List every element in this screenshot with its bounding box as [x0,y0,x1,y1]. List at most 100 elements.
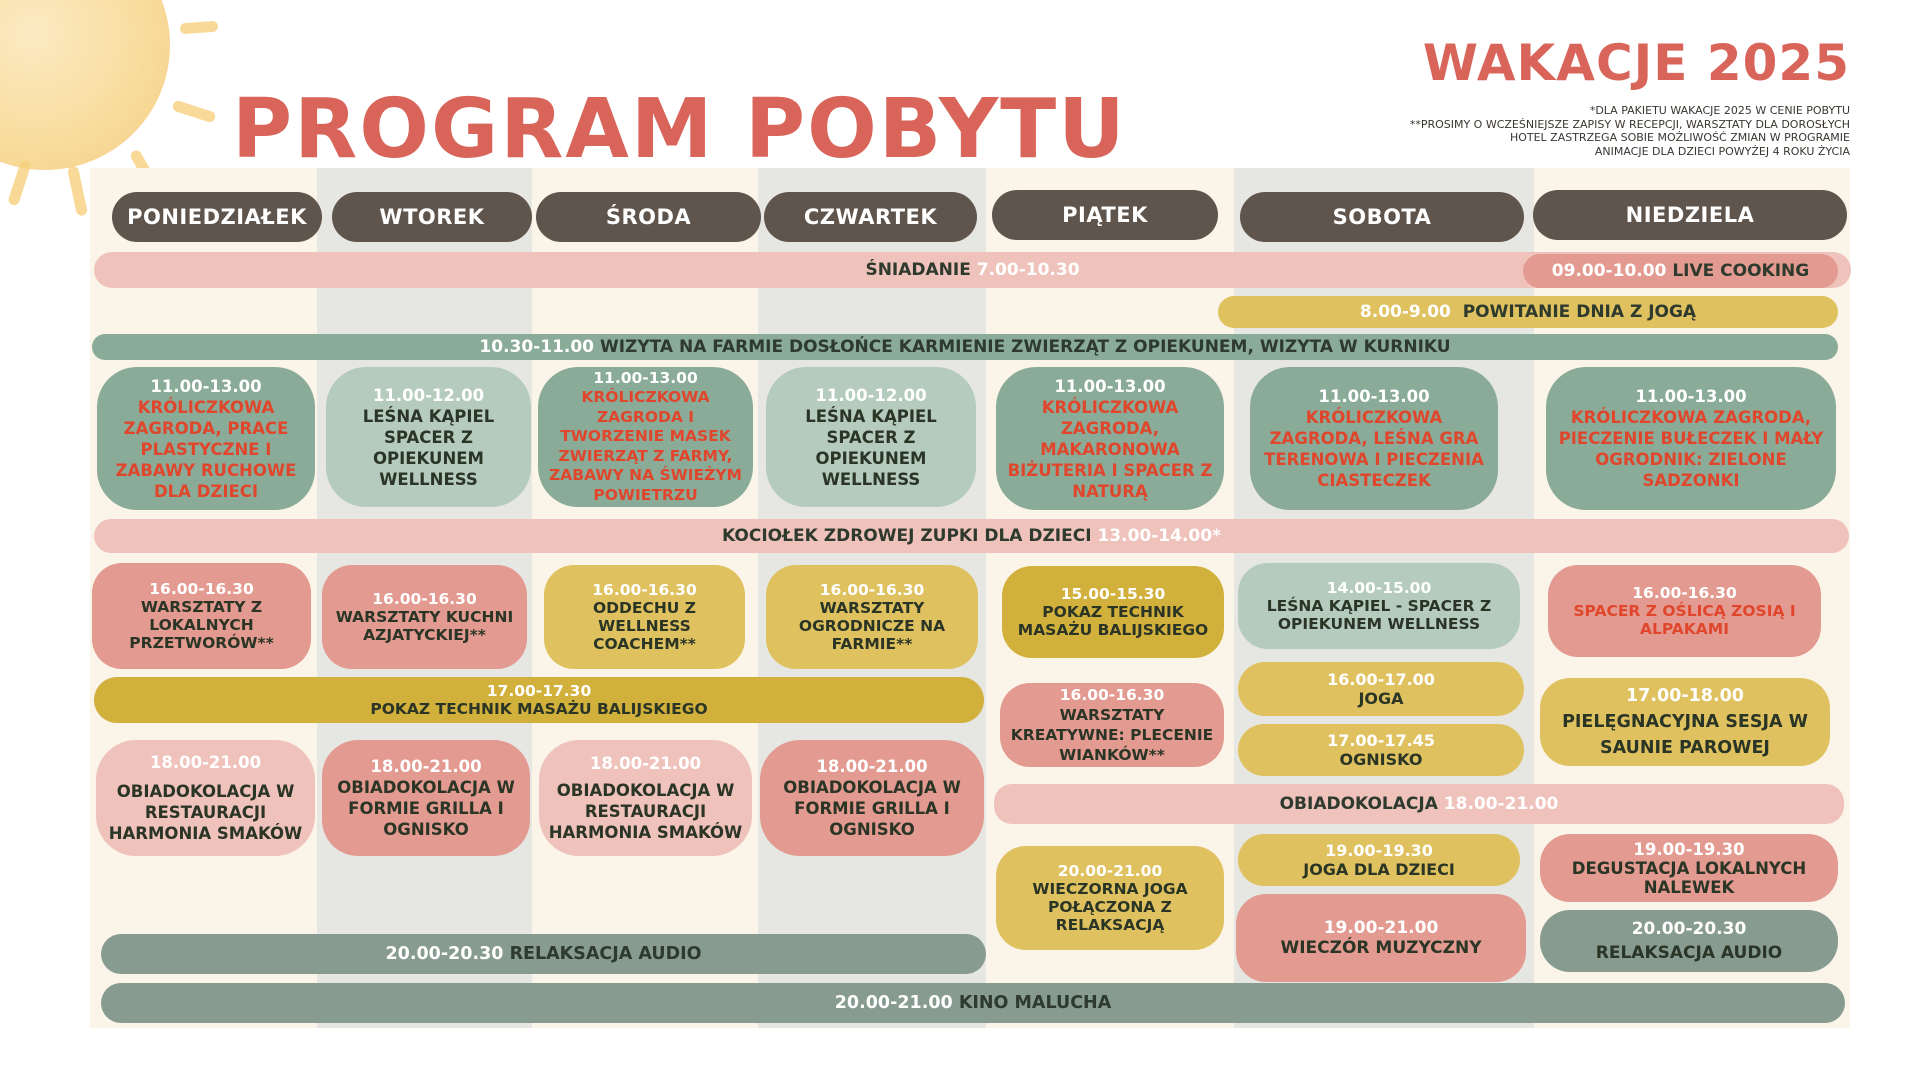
card-text: LEŚNA KĄPIEL - SPACER Z OPIEKUNEM WELLNE… [1266,597,1492,633]
kids-cinema-bar: 20.00-21.00 KINO MALUCHA [101,983,1845,1023]
activity-card-fri-yoga: 20.00-21.00 WIECZORNA JOGA POŁĄCZONA Z R… [996,846,1224,950]
day-header-thursday: CZWARTEK [764,192,977,242]
activity-card-fri-am: 11.00-13.00 KRÓLICZKOWA ZAGRODA, MAKARON… [996,367,1224,510]
live-cooking-bar: 09.00-10.00 LIVE COOKING [1523,254,1838,288]
weekend-dinner-bar: OBIADOKOLACJA 18.00-21.00 [994,784,1844,824]
card-time: 15.00-15.30 [1060,585,1166,603]
soup-time: 13.00-14.00* [1097,526,1221,546]
card-time: 20.00-20.30 [1631,919,1747,939]
weekend-dinner-label: OBIADOKOLACJA [1279,794,1438,814]
card-time: 11.00-13.00 [150,376,262,396]
activity-card-sun-sauna: 17.00-18.00 PIELĘGNACYJNA SESJA W SAUNIE… [1540,678,1830,766]
activity-card-thu-am: 11.00-12.00 LEŚNA KĄPIEL SPACER Z OPIEKU… [766,367,976,507]
card-text: OBIADOKOLACJA W FORMIE GRILLA I OGNISKO [337,778,515,839]
farm-visit-bar: 10.30-11.00 WIZYTA NA FARMIE DOSŁOŃCE KA… [92,334,1838,360]
card-text: JOGA DLA DZIECI [1303,860,1455,879]
card-time: 11.00-13.00 [593,368,698,387]
card-text: WARSZTATY KREATYWNE: PLECENIE WIANKÓW** [1010,706,1214,764]
day-header-sunday: NIEDZIELA [1533,190,1847,240]
activity-card-sun-audio: 20.00-20.30 RELAKSACJA AUDIO [1540,910,1838,972]
card-text: RELAKSACJA AUDIO [1595,943,1783,963]
day-header-wednesday: ŚRODA [536,192,761,242]
card-text: ODDECHU Z WELLNESS COACHEM** [592,599,697,653]
card-time: 11.00-13.00 [1054,376,1166,396]
activity-card-thu-dinner: 18.00-21.00 OBIADOKOLACJA W FORMIE GRILL… [760,740,984,856]
card-text: WARSZTATY KUCHNI AZJATYCKIEJ** [335,608,514,644]
footnotes: *DLA PAKIETU WAKACJE 2025 W CENIE POBYTU… [1410,104,1850,158]
card-text: KRÓLICZKOWA ZAGRODA, LEŚNA GRA TERENOWA … [1264,408,1484,490]
live-cooking-label: LIVE COOKING [1672,261,1810,281]
sun-decoration [0,0,170,170]
footnote: ANIMACJE DLA DZIECI POWYŻEJ 4 ROKU ŻYCIA [1594,144,1850,158]
activity-card-fri-wreath: 16.00-16.30 WARSZTATY KREATYWNE: PLECENI… [1000,683,1224,767]
activity-card-sun-am: 11.00-13.00 KRÓLICZKOWA ZAGRODA, PIECZEN… [1546,367,1836,510]
morning-yoga-bar: 8.00-9.00 POWITANIE DNIA Z JOGĄ [1218,296,1838,328]
day-header-monday: PONIEDZIAŁEK [112,192,322,242]
activity-card-sun-tasting: 19.00-19.30 DEGUSTACJA LOKALNYCH NALEWEK [1540,834,1838,902]
card-time: 20.00-21.00 [1057,862,1163,880]
activity-card-sat-music: 19.00-21.00 WIECZÓR MUZYCZNY [1236,894,1526,982]
card-text: JOGA [1358,689,1404,708]
farm-visit-time: 10.30-11.00 [479,337,595,357]
card-time: 11.00-12.00 [372,385,485,405]
footnote: *DLA PAKIETU WAKACJE 2025 W CENIE POBYTU [1589,104,1850,117]
card-time: 11.00-13.00 [1318,387,1430,406]
footnote: **PROSIMY O WCZEŚNIEJSZE ZAPISY W RECEPC… [1409,117,1850,131]
activity-card-wed-am: 11.00-13.00 KRÓLICZKOWA ZAGRODA I TWORZE… [538,367,753,507]
morning-yoga-label: POWITANIE DNIA Z JOGĄ [1462,302,1697,322]
card-time: 17.00-18.00 [1626,686,1744,706]
breakfast-time: 7.00-10.30 [976,260,1080,280]
card-text: SPACER Z OŚLICĄ ZOSIĄ I ALPAKAMI [1573,602,1796,638]
soup-label: KOCIOŁEK ZDROWEJ ZUPKI DLA DZIECI [722,526,1092,546]
card-time: 19.00-21.00 [1323,918,1439,938]
page-title: PROGRAM POBYTU [232,82,1127,177]
massage-time: 17.00-17.30 [486,682,592,700]
card-text: WIECZÓR MUZYCZNY [1280,938,1482,958]
card-text: OBIADOKOLACJA W RESTAURACJI HARMONIA SMA… [108,782,303,843]
activity-card-thu-pm: 16.00-16.30 WARSZTATY OGRODNICZE NA FARM… [766,565,978,669]
sun-ray [66,165,89,217]
activity-card-mon-am: 11.00-13.00 KRÓLICZKOWA ZAGRODA, PRACE P… [97,367,315,510]
activity-card-fri-pm: 15.00-15.30 POKAZ TECHNIK MASAŻU BALIJSK… [1002,566,1224,658]
day-header-friday: PIĄTEK [992,190,1218,240]
live-cooking-time: 09.00-10.00 [1551,261,1667,281]
card-time: 16.00-16.30 [592,581,697,599]
card-text: WIECZORNA JOGA POŁĄCZONA Z RELAKSACJĄ [1032,880,1188,934]
sun-ray [179,20,219,35]
season-title: WAKACJE 2025 [1422,34,1850,92]
kids-cinema-time: 20.00-21.00 [834,993,953,1013]
card-text: WARSZTATY OGRODNICZE NA FARMIE** [798,599,946,653]
card-time: 17.00-17.45 [1327,731,1435,750]
activity-card-sun-pm: 16.00-16.30 SPACER Z OŚLICĄ ZOSIĄ I ALPA… [1548,565,1821,657]
card-text: LEŚNA KĄPIEL SPACER Z OPIEKUNEM WELLNESS [805,406,937,489]
card-text: POKAZ TECHNIK MASAŻU BALIJSKIEGO [1017,603,1209,639]
card-text: OGNISKO [1339,750,1423,769]
activity-card-sat-pm: 14.00-15.00 LEŚNA KĄPIEL - SPACER Z OPIE… [1238,563,1520,649]
sun-ray [171,99,217,124]
card-time: 16.00-16.30 [372,590,477,608]
massage-label: POKAZ TECHNIK MASAŻU BALIJSKIEGO [370,700,708,718]
breakfast-label: ŚNIADANIE [865,260,971,280]
activity-card-sat-kids-yoga: 19.00-19.30 JOGA DLA DZIECI [1238,834,1520,886]
card-time: 18.00-21.00 [149,753,262,772]
card-text: WARSZTATY Z LOKALNYCH PRZETWORÓW** [129,598,274,652]
card-time: 18.00-21.00 [816,757,928,776]
card-time: 11.00-12.00 [815,385,927,405]
day-header-tuesday: WTOREK [332,192,532,242]
card-text: OBIADOKOLACJA W RESTAURACJI HARMONIA SMA… [548,781,743,842]
soup-bar: KOCIOŁEK ZDROWEJ ZUPKI DLA DZIECI 13.00-… [94,519,1849,553]
activity-card-sat-yoga: 16.00-17.00 JOGA [1238,662,1524,716]
card-time: 16.00-16.30 [819,581,925,599]
weekend-dinner-time: 18.00-21.00 [1443,794,1559,814]
activity-card-wed-pm: 16.00-16.30 ODDECHU Z WELLNESS COACHEM** [544,565,745,669]
card-text: KRÓLICZKOWA ZAGRODA, MAKARONOWA BIŻUTERI… [1007,397,1213,501]
sun-ray [7,159,32,207]
audio-relax-bar: 20.00-20.30 RELAKSACJA AUDIO [101,934,986,974]
card-time: 16.00-16.30 [149,580,254,598]
card-time: 16.00-16.30 [1632,584,1737,602]
activity-card-tue-am: 11.00-12.00 LEŚNA KĄPIEL SPACER Z OPIEKU… [326,367,531,507]
card-time: 14.00-15.00 [1326,579,1432,597]
footnote: HOTEL ZASTRZEGA SOBIE MOŻLIWOŚĆ ZMIAN W … [1509,131,1850,144]
card-text: LEŚNA KĄPIEL SPACER Z OPIEKUNEM WELLNESS [362,406,495,489]
card-text: KRÓLICZKOWA ZAGRODA I TWORZENIE MASEK ZW… [549,388,742,504]
